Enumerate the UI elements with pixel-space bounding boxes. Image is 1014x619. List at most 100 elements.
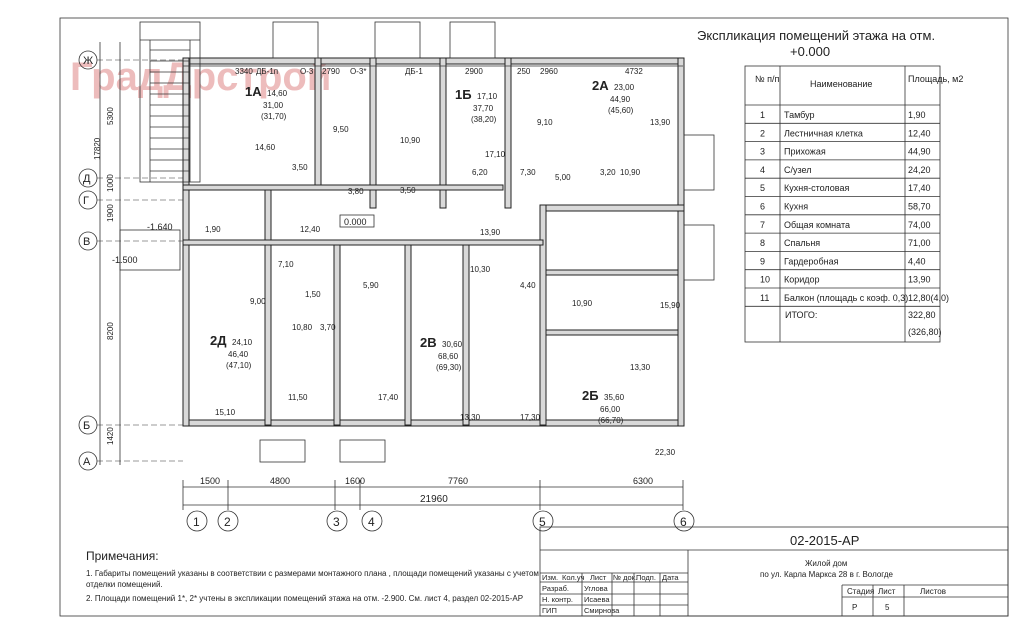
dim-top: 4732 [625,67,643,76]
dim-top: ДБ-1п [256,67,278,76]
note-line: отделки помещений. [86,580,163,589]
apartment-area-with-balcony: (45,60) [608,106,634,115]
apartment-id: 2В [420,335,437,350]
note-line: 2. Площади помещений 1*, 2* учтены в экс… [86,594,523,603]
axis-letter: Д [83,173,91,185]
dim-left: 8200 [106,322,115,340]
room-area-label: 17,30 [520,413,541,422]
stamp-object-2: по ул. Карла Маркса 28 в г. Вологде [760,570,894,579]
notes-title: Примечания: [86,549,159,563]
room-area-label: 5,00 [555,173,571,182]
room-area-label: 17,10 [485,150,506,159]
room-area-label: 10,90 [620,168,641,177]
total-label: ИТОГО: [785,310,817,320]
stamp-role: Разраб. [542,584,569,593]
row-num: 10 [760,275,770,285]
dim-left: 17820 [93,137,102,160]
room-area-label: 4,40 [520,281,536,290]
axis-number: 2 [224,515,231,529]
axis-number: 3 [333,515,340,529]
room-area-label: 14,60 [255,143,276,152]
dim-left: 1000 [106,174,115,192]
stamp-col-header: Кол.уч [562,573,585,582]
room-area-label: 13,30 [630,363,651,372]
apartment-area-with-balcony: (66,70) [598,416,624,425]
sheets-label: Листов [920,587,946,596]
axis-letter: В [83,236,90,248]
row-area: 24,20 [908,165,931,175]
room-area-label: 3,70 [320,323,336,332]
sheet-label: Лист [878,587,896,596]
dim-bottom: 1500 [200,476,220,486]
row-num: 5 [760,183,765,193]
apartment-id: 2Б [582,388,599,403]
title-stamp: 02-2015-АР Жилой дом по ул. Карла Маркса… [539,526,1009,617]
apartment-living-area: 23,00 [614,83,635,92]
apartment-total-area: 31,00 [263,101,284,110]
dim-top: 3340 [235,67,253,76]
level-mark: 0.000 [344,217,367,227]
dim-bottom: 7760 [448,476,468,486]
apartment-living-area: 17,10 [477,92,498,101]
stage-label: Стадия [847,587,874,596]
dim-left: 1900 [106,204,115,222]
axis-letter: Г [83,195,89,207]
row-num: 9 [760,256,765,266]
row-name: Общая комната [784,220,850,230]
note-line: 1. Габариты помещений указаны в соответс… [86,569,539,578]
balconies [259,21,715,463]
stamp-name: Смирнова [584,606,620,615]
col-num-header: № п/п [755,74,780,84]
apartment-living-area: 35,60 [604,393,625,402]
stamp-name: Углова [584,584,609,593]
level-mark: -1.500 [112,255,138,265]
dim-left: 1420 [106,427,115,445]
row-area: 1,90 [908,110,926,120]
notes: Примечания: 1. Габариты помещений указан… [86,549,539,603]
row-area: 71,00 [908,238,931,248]
total-value-2: (326,80) [908,327,942,337]
row-area: 74,00 [908,220,931,230]
row-num: 8 [760,238,765,248]
sheet-frame [59,17,1009,617]
explication-table: Экспликация помещений этажа на отм. +0.0… [697,28,963,343]
stamp-col-header: Лист [590,573,607,582]
row-name: Спальня [784,238,820,248]
room-area-label: 10,90 [572,299,593,308]
row-area: 13,90 [908,275,931,285]
apartment-id: 1А [245,84,262,99]
apartment-living-area: 14,60 [267,89,288,98]
row-name: Кухня-столовая [784,183,849,193]
apartment-total-area: 37,70 [473,104,494,113]
room-area-label: 11,50 [288,393,308,402]
level-mark: -1.640 [147,222,173,232]
room-area-label: 7,30 [520,168,536,177]
stamp-code: 02-2015-АР [790,533,859,548]
stage-value: Р [852,603,857,612]
dim-top: О-3 [300,67,314,76]
sheet-value: 5 [885,603,890,612]
axis-number: 4 [368,515,375,529]
room-area-label: 9,10 [537,118,553,127]
stamp-object-1: Жилой дом [805,559,847,568]
row-name: Лестничная клетка [784,128,863,138]
stamp-col-header: Дата [662,573,679,582]
dim-bottom: 4800 [270,476,290,486]
room-area-label: 5,90 [363,281,379,290]
room-area-label: 10,90 [400,136,421,145]
row-num: 1 [760,110,765,120]
building-walls [182,57,685,427]
dim-bottom: 1600 [345,476,365,486]
row-name: С/узел [784,165,811,175]
room-area-label: 13,30 [460,413,481,422]
room-area-label: 10,30 [470,265,491,274]
stamp-role: ГИП [542,606,557,615]
dim-top: ДБ-1 [405,67,423,76]
